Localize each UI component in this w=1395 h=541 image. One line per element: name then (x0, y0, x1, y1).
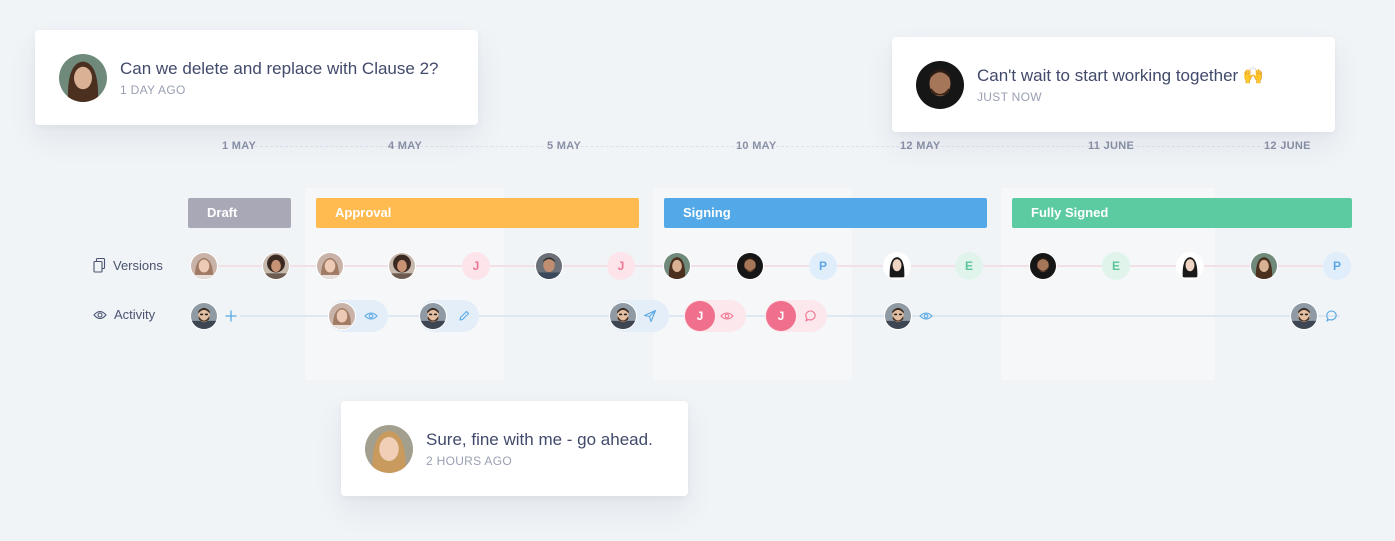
version-avatar[interactable] (388, 252, 416, 280)
activity-avatar[interactable] (328, 302, 356, 330)
date-label: 12 JUNE (1264, 140, 1311, 152)
comment-card[interactable]: Sure, fine with me - go ahead. 2 HOURS A… (341, 401, 688, 496)
pencil-icon (457, 309, 471, 323)
activity-avatar[interactable] (884, 302, 912, 330)
eye-icon (93, 309, 107, 321)
versions-row-label: Versions (93, 258, 163, 273)
comment-icon (1325, 309, 1339, 323)
phase-draft[interactable]: Draft (188, 198, 291, 228)
date-label: 12 MAY (900, 140, 941, 152)
comment-message: Can't wait to start working together 🙌 (977, 65, 1265, 85)
comment-message: Can we delete and replace with Clause 2? (120, 58, 439, 78)
comment-time: 2 HOURS AGO (426, 453, 512, 468)
activity-avatar-initial[interactable]: J (766, 301, 796, 331)
date-axis-line (255, 146, 1305, 147)
send-icon (643, 309, 657, 323)
versions-track (204, 265, 1338, 267)
version-avatar-initial[interactable]: P (809, 252, 837, 280)
version-avatar[interactable] (1176, 252, 1204, 280)
date-label: 4 MAY (388, 140, 423, 152)
date-label: 10 MAY (736, 140, 777, 152)
activity-row-label: Activity (93, 307, 155, 322)
eye-icon (720, 309, 734, 323)
version-avatar[interactable] (262, 252, 290, 280)
date-label: 1 MAY (222, 140, 257, 152)
version-avatar[interactable] (883, 252, 911, 280)
version-avatar[interactable] (736, 252, 764, 280)
version-avatar-initial[interactable]: E (955, 252, 983, 280)
version-avatar[interactable] (316, 252, 344, 280)
version-avatar[interactable] (535, 252, 563, 280)
comment-message: Sure, fine with me - go ahead. (426, 429, 653, 449)
activity-avatar-initial[interactable]: J (685, 301, 715, 331)
avatar (59, 53, 107, 102)
add-icon[interactable] (224, 309, 238, 323)
version-avatar[interactable] (1250, 252, 1278, 280)
activity-label: Activity (114, 307, 156, 322)
comment-icon (804, 309, 818, 323)
version-avatar[interactable] (663, 252, 691, 280)
activity-avatar[interactable] (609, 302, 637, 330)
version-avatar[interactable] (190, 252, 218, 280)
comment-time: 1 DAY AGO (120, 82, 186, 97)
version-avatar-initial[interactable]: J (462, 252, 490, 280)
version-avatar-initial[interactable]: J (607, 252, 635, 280)
versions-label: Versions (113, 258, 163, 273)
activity-avatar[interactable] (419, 302, 447, 330)
activity-avatar[interactable] (1290, 302, 1318, 330)
eye-icon (364, 309, 378, 323)
version-avatar-initial[interactable]: P (1323, 252, 1351, 280)
eye-icon (919, 309, 933, 323)
avatar (365, 424, 413, 473)
comment-card[interactable]: Can we delete and replace with Clause 2?… (35, 30, 478, 125)
date-label: 11 JUNE (1088, 140, 1135, 152)
avatar (916, 60, 964, 109)
phase-fully-signed[interactable]: Fully Signed (1012, 198, 1352, 228)
date-label: 5 MAY (547, 140, 582, 152)
activity-avatar[interactable] (190, 302, 218, 330)
phase-approval[interactable]: Approval (316, 198, 639, 228)
comment-time: JUST NOW (977, 89, 1042, 104)
version-avatar[interactable] (1029, 252, 1057, 280)
comment-card[interactable]: Can't wait to start working together 🙌 J… (892, 37, 1335, 132)
version-avatar-initial[interactable]: E (1102, 252, 1130, 280)
phase-signing[interactable]: Signing (664, 198, 987, 228)
document-icon (93, 258, 106, 273)
